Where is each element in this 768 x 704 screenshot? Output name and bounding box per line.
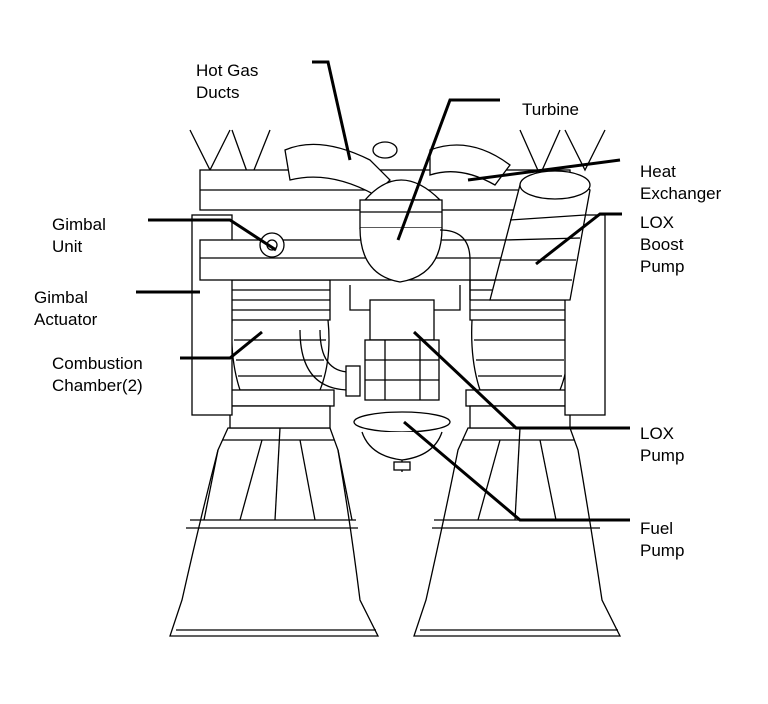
turbopump: [353, 299, 451, 472]
label-turbine: Turbine: [522, 100, 580, 119]
leader-fuel-pump: [403, 420, 630, 522]
right-nozzle: [413, 427, 622, 637]
leader-combustion-chamber: [180, 330, 263, 360]
label-fuel-pump: Fuel Pump: [640, 519, 685, 560]
leader-turbine: [396, 98, 500, 241]
label-combustion-chamber: Combustion Chamber(2): [52, 354, 143, 395]
left-nozzle: [169, 427, 380, 637]
label-gimbal-unit: Gimbal Unit: [52, 215, 106, 256]
leader-gimbal-unit: [148, 218, 277, 252]
left-combustion-chamber: [225, 279, 335, 429]
leader-lox-boost-pump: [535, 212, 622, 266]
label-hot-gas-ducts: Hot Gas Ducts: [196, 61, 259, 102]
leader-lox-pump: [412, 330, 630, 430]
label-gimbal-actuator: Gimbal Actuator: [34, 288, 98, 329]
propellant-lines: [299, 229, 471, 397]
label-lox-pump: LOX Pump: [640, 424, 685, 465]
lox-boost-pump: [489, 170, 591, 301]
hot-gas-ducts: [284, 141, 511, 196]
turbine: [359, 179, 443, 283]
leader-hot-gas-ducts: [312, 60, 352, 161]
leader-lines: [136, 60, 630, 522]
label-lox-boost-pump: LOX Boost Pump: [640, 213, 685, 276]
right-combustion-chamber: [465, 279, 575, 429]
leader-heat-exchanger: [467, 158, 621, 182]
label-heat-exchanger: Heat Exchanger: [640, 162, 722, 203]
